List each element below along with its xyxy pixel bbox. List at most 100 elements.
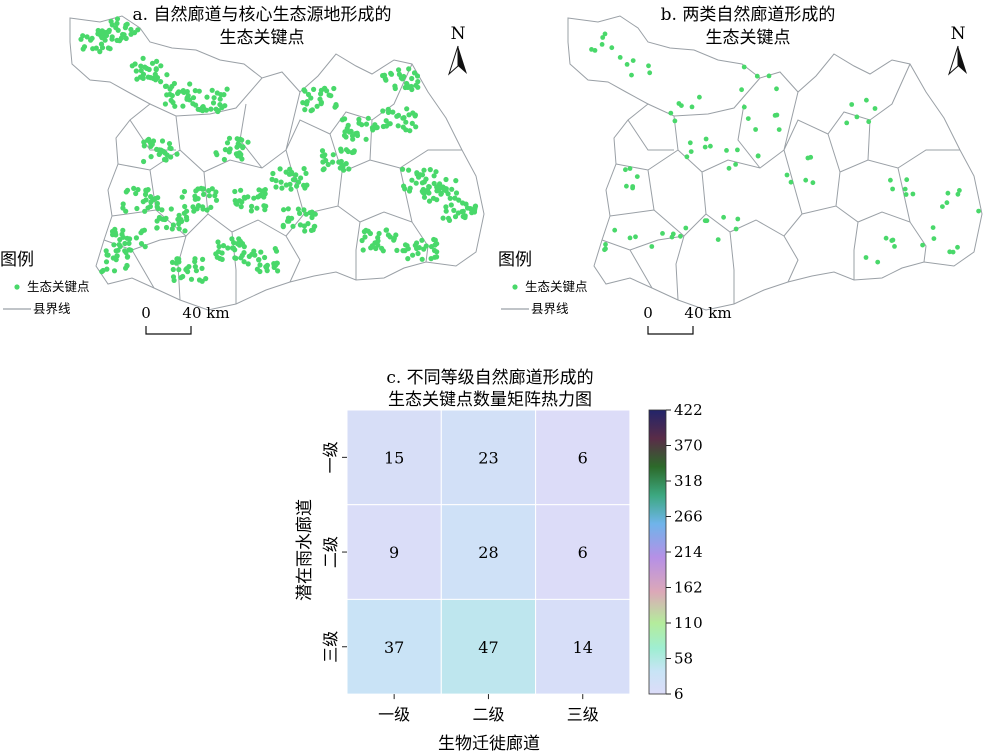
key-point-marker (273, 178, 279, 184)
key-point-marker (318, 101, 324, 107)
key-point-marker (237, 153, 243, 159)
key-point-marker (201, 191, 207, 197)
key-point-marker (453, 178, 459, 184)
key-point-marker (80, 33, 86, 39)
key-point-marker (159, 207, 165, 213)
key-point-marker (365, 115, 371, 121)
key-point-marker (159, 138, 166, 144)
key-point-marker (356, 116, 362, 122)
key-point-marker (456, 197, 462, 203)
key-point-marker (383, 123, 390, 129)
key-point-marker (117, 243, 123, 249)
scale-bar-a: 0 40 km (141, 304, 230, 335)
key-point-marker (111, 268, 118, 274)
key-point-marker (133, 235, 139, 241)
key-point-marker (264, 262, 270, 268)
key-point-marker (892, 244, 897, 249)
key-point-marker (443, 176, 449, 183)
key-point-marker (627, 235, 633, 241)
key-point-marker (176, 226, 182, 232)
key-point-marker (170, 99, 176, 106)
key-point-marker (255, 194, 261, 200)
key-point-marker (169, 259, 176, 265)
key-point-marker (321, 153, 327, 159)
key-point-marker (181, 188, 188, 195)
key-point-marker (126, 240, 132, 246)
legend-a-point-label: 生态关键点 (27, 279, 90, 294)
key-point-marker (414, 170, 420, 176)
key-point-marker (138, 63, 144, 69)
key-point-marker (233, 200, 239, 206)
map-b-region (567, 15, 983, 311)
key-point-marker (238, 204, 244, 210)
key-point-marker (387, 234, 393, 240)
heatmap-cell (346, 409, 442, 506)
key-point-marker (872, 106, 878, 111)
key-point-marker (285, 218, 291, 224)
key-point-marker (311, 86, 317, 92)
key-point-marker (213, 197, 220, 203)
key-point-marker (273, 184, 279, 190)
legend-a: 图例 生态关键点 县界线 (0, 250, 90, 316)
key-point-marker (234, 136, 240, 142)
key-point-marker (148, 154, 154, 160)
key-point-marker (289, 169, 295, 175)
x-tick-label: 一级 (378, 705, 410, 724)
key-point-marker (443, 188, 449, 194)
key-point-marker (142, 244, 148, 250)
key-point-marker (945, 190, 951, 196)
key-point-marker (242, 195, 248, 201)
heatmap-cell-value: 28 (478, 543, 498, 562)
key-point-marker (668, 110, 674, 116)
key-point-marker (944, 200, 950, 206)
legend-b-title: 图例 (498, 250, 532, 270)
key-point-marker (301, 207, 307, 213)
key-point-marker (192, 88, 198, 94)
key-point-marker (309, 107, 315, 113)
key-point-marker (395, 123, 401, 129)
key-point-marker (252, 252, 258, 258)
key-point-marker (187, 81, 193, 87)
key-point-marker (359, 237, 365, 244)
key-point-marker (188, 276, 195, 282)
colorbar-tick-label: 266 (674, 508, 703, 526)
key-point-marker (391, 237, 397, 243)
key-point-marker (342, 116, 348, 122)
scale-a-bar (145, 326, 192, 335)
key-point-marker (426, 184, 432, 190)
key-point-marker (669, 234, 675, 240)
key-point-marker (123, 249, 129, 256)
key-point-marker (210, 100, 217, 106)
key-point-marker (196, 277, 203, 283)
key-point-marker (904, 177, 910, 183)
key-point-marker (349, 149, 355, 156)
key-point-marker (199, 265, 205, 271)
key-point-marker (154, 146, 160, 152)
key-point-marker (432, 254, 438, 260)
key-point-marker (774, 86, 779, 92)
key-point-marker (438, 185, 444, 191)
key-point-marker (222, 147, 228, 153)
key-point-marker (602, 247, 607, 253)
key-point-marker (248, 208, 254, 214)
map-a: a. 自然廊道与核心生态源地形成的 生态关键点 N 图例 生态关键点 县界线 0… (0, 5, 485, 335)
key-point-marker (360, 247, 366, 253)
key-point-marker (419, 237, 425, 243)
key-point-marker (875, 259, 881, 265)
key-point-marker (617, 55, 623, 60)
key-point-marker (333, 102, 339, 108)
key-point-marker (406, 188, 413, 194)
key-point-marker (212, 193, 218, 199)
key-point-marker (297, 222, 303, 228)
key-point-marker (451, 207, 457, 213)
key-point-marker (131, 185, 137, 191)
key-point-marker (443, 208, 449, 214)
colorbar-tick-label: 110 (674, 614, 703, 632)
key-point-marker (224, 140, 231, 146)
legend-a-title: 图例 (0, 250, 34, 270)
key-point-marker (206, 193, 212, 199)
key-point-marker (270, 170, 276, 177)
key-point-marker (183, 267, 189, 273)
key-point-marker (888, 177, 893, 183)
